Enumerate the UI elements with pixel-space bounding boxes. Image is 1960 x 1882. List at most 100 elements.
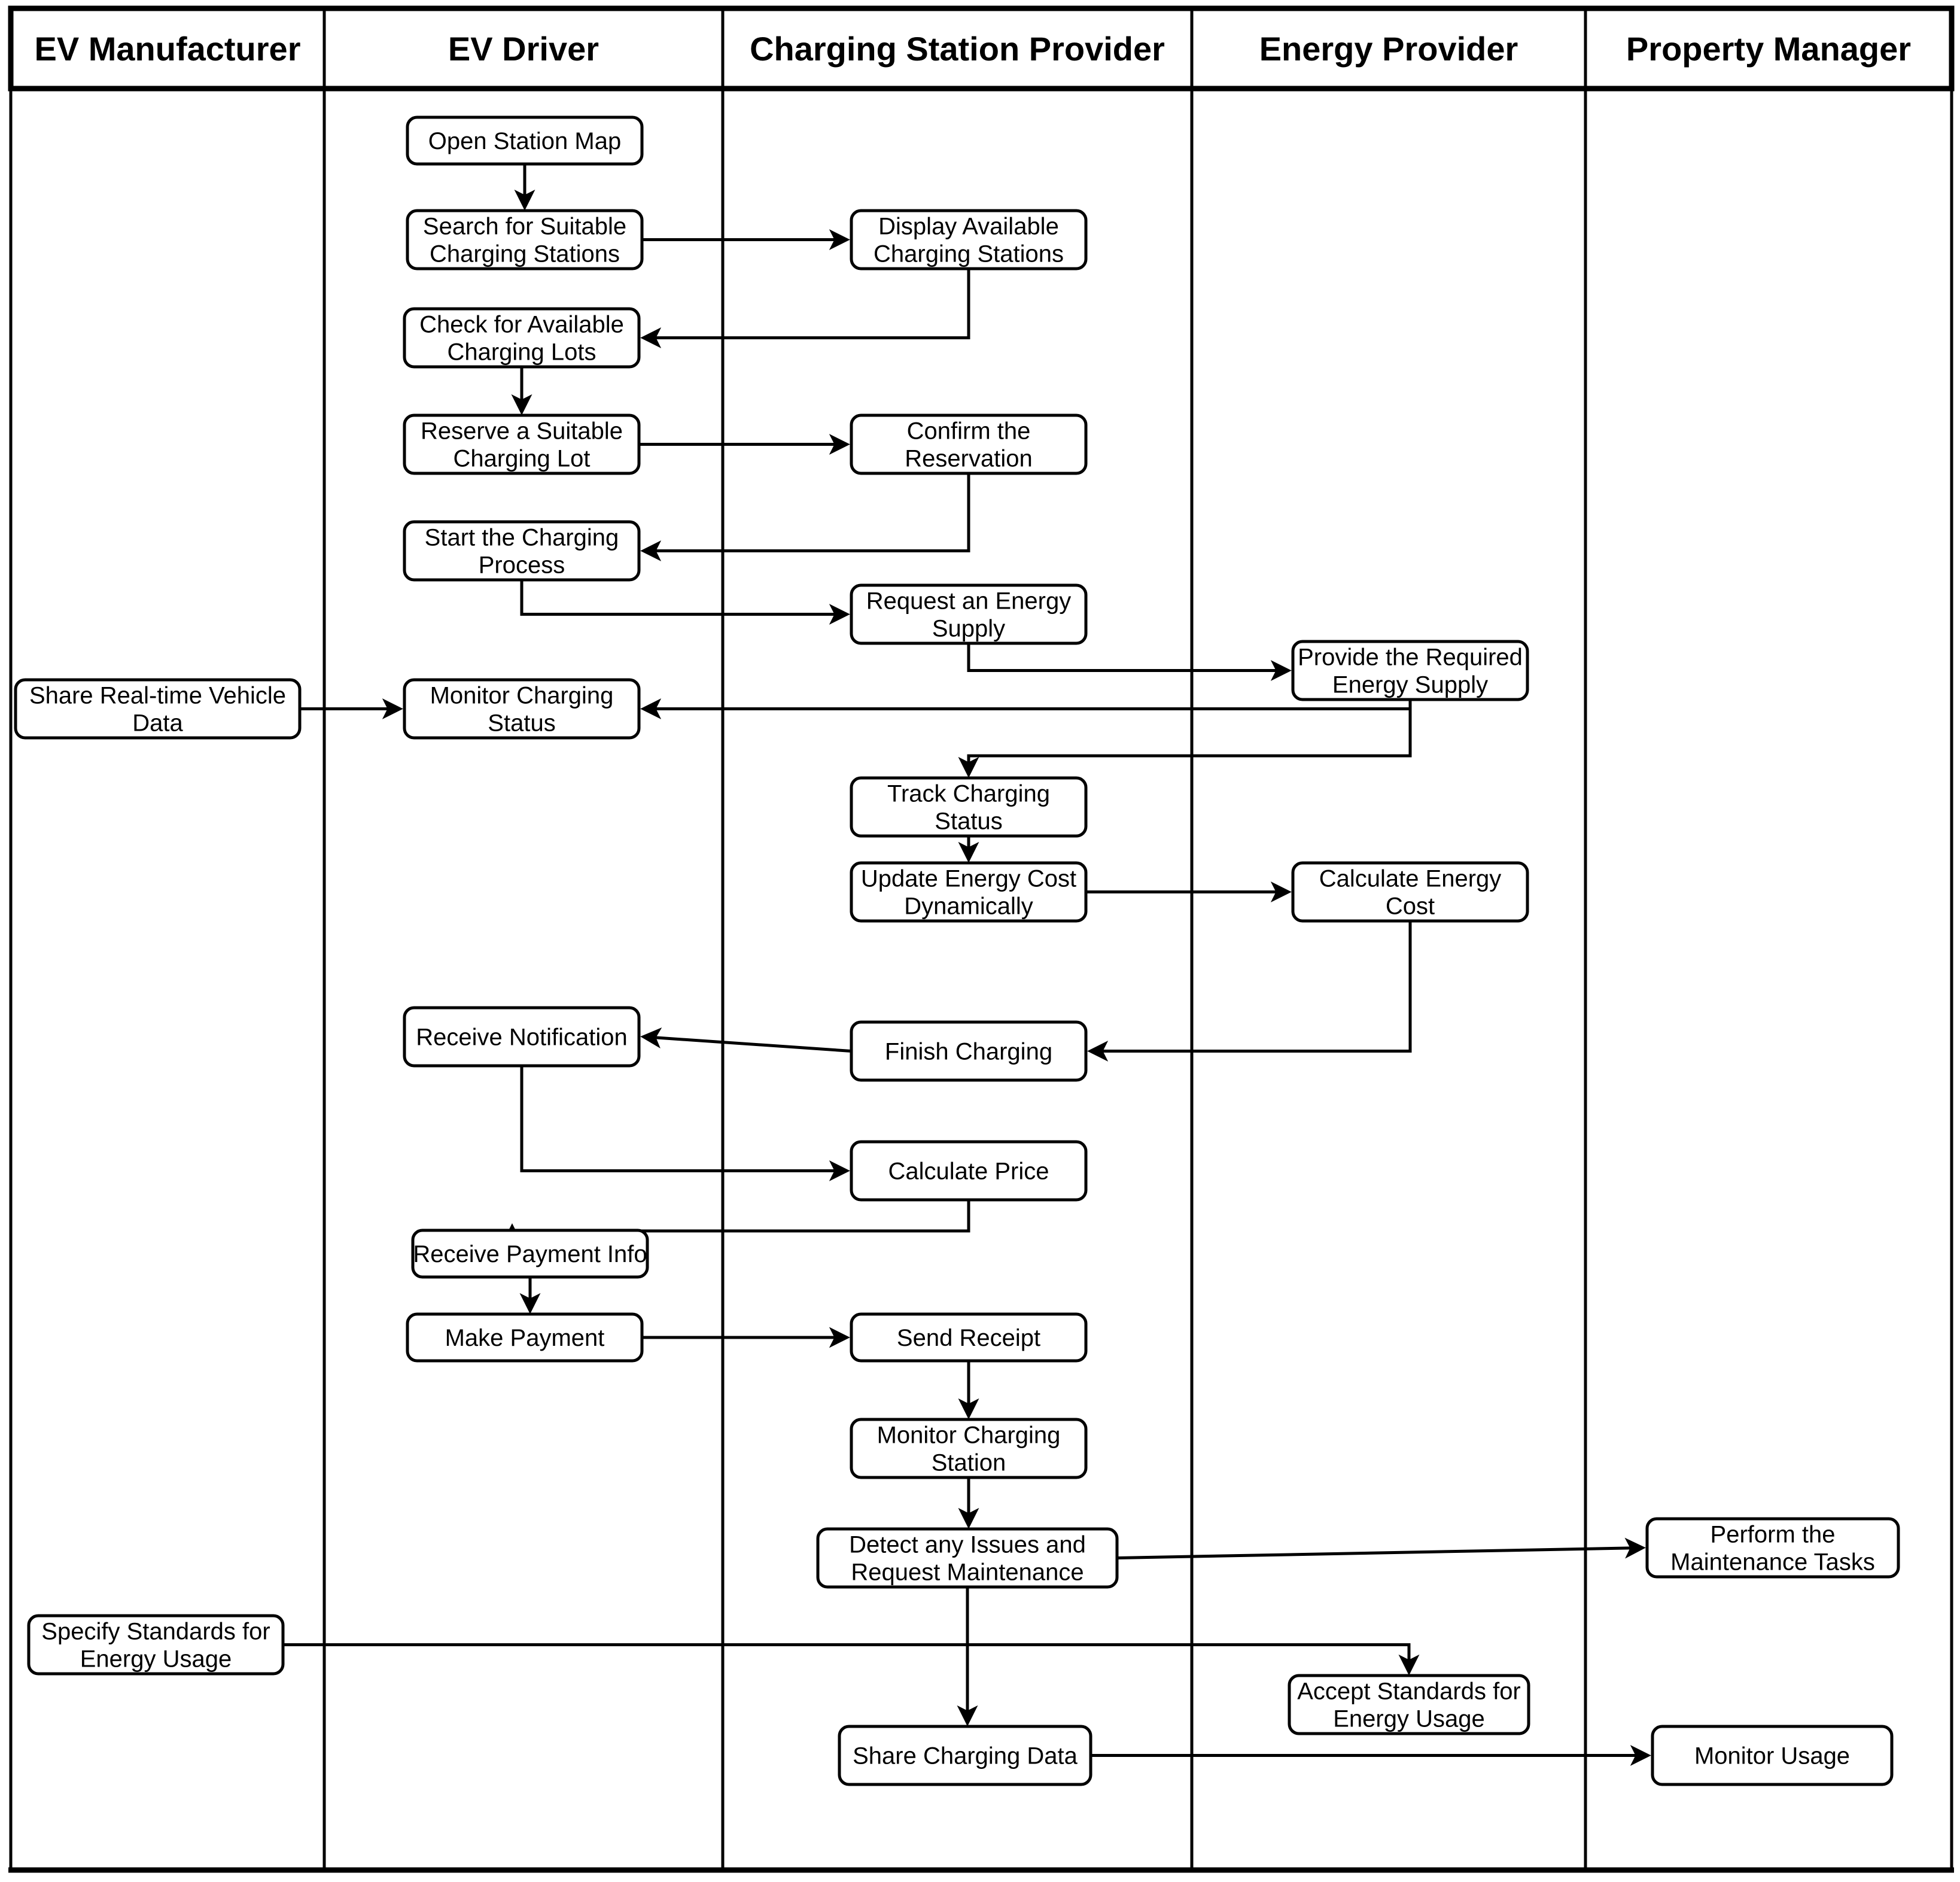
node-box-confirm-reservation[interactable] [850, 414, 1088, 475]
node-box-search-stations[interactable] [406, 209, 644, 270]
node-label-check-available-lots: Charging Lots [447, 339, 596, 366]
node-label-update-energy-cost: Update Energy Cost [861, 866, 1076, 892]
node-box-provide-energy-supply[interactable] [1291, 640, 1529, 701]
node-box-check-available-lots[interactable] [403, 307, 641, 369]
node-box-monitor-charging-status[interactable] [403, 678, 641, 740]
lane-title-charging-station-provider: Charging Station Provider [750, 30, 1165, 68]
node-label-make-payment: Make Payment [445, 1325, 605, 1351]
node-box-specify-standards[interactable] [27, 1614, 285, 1676]
node-box-track-charging-status[interactable] [850, 776, 1088, 838]
node-box-detect-issues[interactable] [816, 1527, 1119, 1589]
node-label-monitor-charging-status: Monitor Charging [430, 683, 614, 709]
node-open-station-map[interactable]: Open Station Map [406, 115, 644, 166]
node-box-send-receipt[interactable] [850, 1312, 1088, 1363]
node-share-charging-data[interactable]: Share Charging Data [838, 1725, 1092, 1786]
node-send-receipt[interactable]: Send Receipt [850, 1312, 1088, 1363]
node-box-finish-charging[interactable] [850, 1020, 1088, 1082]
node-calculate-price[interactable]: Calculate Price [850, 1140, 1088, 1202]
node-box-share-charging-data[interactable] [838, 1725, 1092, 1786]
node-label-search-stations: Charging Stations [430, 241, 620, 267]
node-box-perform-maintenance[interactable] [1645, 1517, 1900, 1579]
lane-header-box [8, 5, 1955, 92]
node-label-receive-notification: Receive Notification [416, 1024, 628, 1051]
node-box-monitor-usage[interactable] [1651, 1725, 1894, 1786]
node-label-perform-maintenance: Perform the [1711, 1522, 1836, 1548]
node-monitor-usage[interactable]: Monitor Usage [1651, 1725, 1894, 1786]
node-box-update-energy-cost[interactable] [850, 861, 1088, 923]
node-label-share-vehicle-data: Data [132, 710, 183, 737]
node-label-calculate-energy-cost: Cost [1386, 893, 1435, 920]
node-box-receive-notification[interactable] [403, 1006, 641, 1068]
edge-da-cal [640, 269, 970, 348]
node-label-reserve-lot: Charging Lot [453, 446, 590, 472]
edge-cr-sc [640, 473, 970, 561]
edge-di-pm [1116, 1537, 1646, 1559]
node-label-search-stations: Search for Suitable [423, 214, 626, 240]
node-label-monitor-usage: Monitor Usage [1694, 1743, 1850, 1769]
node-label-check-available-lots: Check for Available [419, 312, 624, 338]
node-box-make-payment[interactable] [406, 1312, 644, 1363]
node-label-monitor-charging-station: Station [932, 1450, 1006, 1476]
node-label-confirm-reservation: Reservation [905, 446, 1032, 472]
node-box-request-energy-supply[interactable] [850, 583, 1088, 645]
node-box-open-station-map[interactable] [406, 115, 644, 166]
edge-res-pes [967, 643, 1292, 681]
node-label-detect-issues: Detect any Issues and [849, 1532, 1086, 1558]
edge-rn-cp [520, 1066, 850, 1181]
node-box-display-available[interactable] [850, 209, 1088, 270]
node-label-receive-payment-info: Receive Payment Info [413, 1241, 647, 1267]
node-make-payment[interactable]: Make Payment [406, 1312, 644, 1363]
node-label-accept-standards: Accept Standards for [1297, 1679, 1521, 1705]
node-box-reserve-lot[interactable] [403, 414, 641, 475]
node-box-monitor-charging-station[interactable] [850, 1418, 1088, 1479]
node-box-receive-payment-info[interactable] [411, 1229, 649, 1279]
node-label-monitor-charging-status: Status [488, 710, 555, 737]
node-receive-payment-info[interactable]: Receive Payment Info [411, 1229, 649, 1279]
node-label-provide-energy-supply: Energy Supply [1332, 672, 1488, 698]
node-box-start-charging[interactable] [403, 520, 641, 582]
edge-layer [283, 164, 1651, 1766]
node-label-request-energy-supply: Supply [932, 616, 1005, 642]
node-label-confirm-reservation: Confirm the [907, 418, 1031, 445]
node-label-update-energy-cost: Dynamically [904, 893, 1033, 920]
node-label-calculate-price: Calculate Price [888, 1159, 1049, 1185]
node-label-perform-maintenance: Maintenance Tasks [1670, 1549, 1875, 1576]
lane-title-energy-provider: Energy Provider [1259, 30, 1518, 68]
edge-pes-tcs [958, 700, 1412, 778]
node-box-calculate-price[interactable] [850, 1140, 1088, 1202]
node-label-display-available: Charging Stations [874, 241, 1064, 267]
node-label-track-charging-status: Track Charging [887, 781, 1050, 807]
node-finish-charging[interactable]: Finish Charging [850, 1020, 1088, 1082]
node-label-start-charging: Process [479, 552, 565, 579]
node-box-calculate-energy-cost[interactable] [1291, 861, 1529, 923]
node-box-share-vehicle-data[interactable] [14, 678, 302, 740]
node-box-accept-standards[interactable] [1288, 1674, 1530, 1735]
node-label-reserve-lot: Reserve a Suitable [421, 418, 623, 445]
node-label-detect-issues: Request Maintenance [851, 1559, 1084, 1586]
node-receive-notification[interactable]: Receive Notification [403, 1006, 641, 1068]
edge-sc-res [520, 580, 850, 625]
